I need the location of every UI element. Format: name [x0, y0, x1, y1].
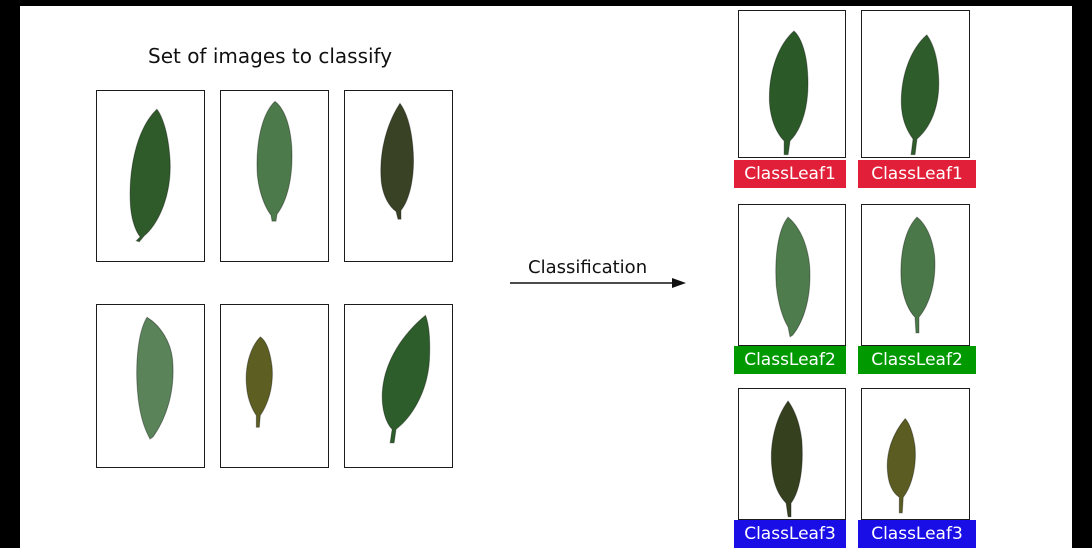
class3-leaf-image-1 — [738, 388, 846, 520]
input-leaf-image-3 — [344, 90, 453, 262]
class2-label-1: ClassLeaf2 — [734, 346, 846, 374]
leaf-icon — [770, 400, 803, 518]
class3-label-1: ClassLeaf3 — [734, 520, 846, 548]
leaf-icon — [256, 100, 293, 222]
leaf-icon — [900, 34, 940, 156]
classification-label: Classification — [528, 257, 648, 278]
class2-leaf-image-1 — [738, 204, 846, 346]
class1-leaf-image-1 — [738, 10, 846, 158]
input-leaf-image-2 — [220, 90, 329, 262]
input-set-title: Set of images to classify — [148, 44, 393, 68]
class1-label-1: ClassLeaf1 — [734, 160, 846, 188]
leaf-icon — [380, 102, 414, 220]
leaf-icon — [381, 314, 431, 444]
class1-label-2: ClassLeaf1 — [858, 160, 976, 188]
leaf-icon — [900, 216, 936, 334]
leaf-icon — [129, 108, 171, 243]
input-leaf-image-1 — [96, 90, 205, 262]
input-leaf-image-5 — [220, 304, 329, 468]
class2-leaf-image-2 — [861, 204, 970, 346]
leaf-icon — [136, 316, 174, 440]
leaf-icon — [768, 30, 809, 156]
class3-leaf-image-2 — [861, 388, 970, 520]
class2-label-2: ClassLeaf2 — [858, 346, 976, 374]
classification-arrow — [510, 278, 686, 288]
class3-label-2: ClassLeaf3 — [858, 520, 976, 548]
class1-leaf-image-2 — [861, 10, 970, 158]
input-leaf-image-4 — [96, 304, 205, 468]
input-leaf-image-6 — [344, 304, 453, 468]
leaf-icon — [245, 336, 273, 428]
leaf-icon — [886, 417, 916, 514]
leaf-icon — [775, 216, 811, 338]
